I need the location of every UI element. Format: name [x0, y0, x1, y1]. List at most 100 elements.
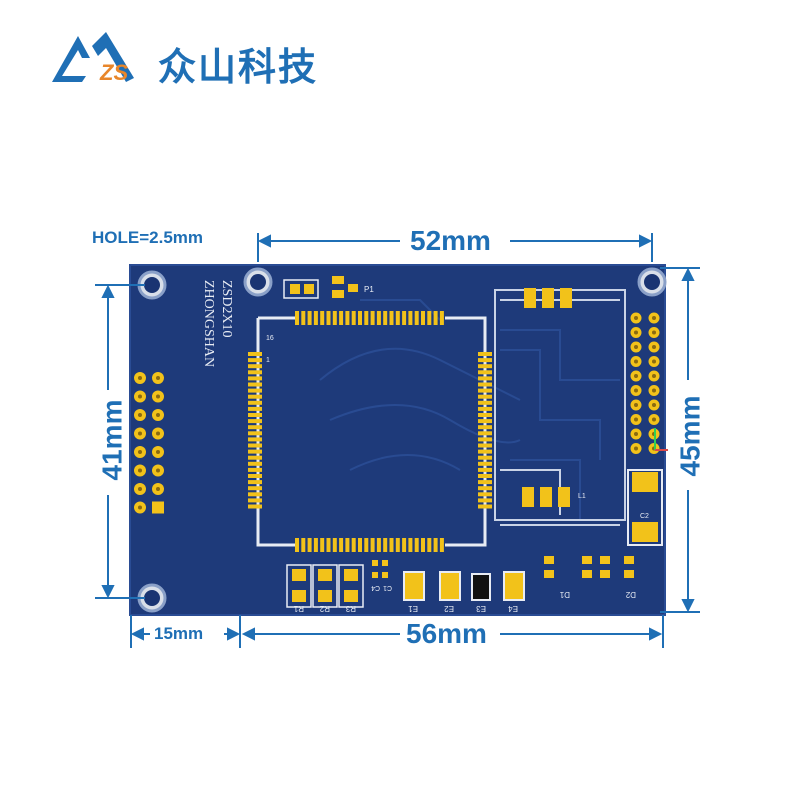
qfp-pad: [370, 538, 375, 552]
qfp-pad: [421, 538, 425, 552]
label-e2: E2: [444, 604, 454, 613]
label-l1: L1: [578, 493, 586, 500]
qfp-pad: [307, 311, 312, 325]
left-pin-header: [134, 372, 164, 514]
qfp-pad: [351, 538, 356, 552]
label-c1: C1: [383, 584, 392, 591]
capacitor-pads: [403, 571, 525, 601]
label-e3: E3: [476, 604, 486, 613]
qfp-pad: [478, 431, 492, 436]
pcb-traces: [319, 299, 620, 520]
qfp-pad: [395, 311, 400, 325]
qfp-pad: [478, 480, 492, 485]
sim-top-pads: [524, 288, 572, 308]
small-pads: [372, 560, 388, 578]
qfp-pad: [433, 538, 438, 552]
header-pin: [152, 501, 164, 514]
qfp-pad: [421, 311, 425, 325]
resistor-array-pads: [544, 556, 634, 578]
qfp-pad: [414, 538, 419, 552]
qfp-pad: [313, 311, 318, 325]
qfp-pad: [478, 413, 492, 417]
qfp-pad: [248, 498, 262, 503]
label-p1: P1: [364, 285, 374, 294]
qfp-pad: [326, 311, 331, 325]
qfp-pad: [248, 406, 262, 411]
qfp-pad: [478, 492, 492, 497]
label-e1: E1: [408, 604, 418, 613]
qfp-pad: [248, 400, 262, 405]
qfp-pad: [248, 455, 262, 460]
sim-bottom-pads: [522, 487, 570, 507]
qfp-pad: [248, 364, 262, 369]
qfp-pad: [326, 538, 331, 552]
qfp-pad: [345, 538, 350, 552]
qfp-pad: [248, 382, 262, 387]
left-offset-label: 15mm: [154, 624, 204, 643]
qfp-pad: [370, 311, 375, 325]
qfp-pad: [478, 364, 492, 369]
qfp-pad: [301, 538, 306, 552]
qfp-pad: [248, 486, 262, 491]
qfp-pad: [301, 311, 306, 325]
qfp-pad: [478, 394, 492, 399]
qfp-pad: [478, 406, 492, 411]
qfp-right-pads: [478, 352, 492, 509]
qfp-pad: [478, 382, 492, 387]
qfp-pad: [248, 461, 262, 466]
logo-letters: ZS: [99, 60, 128, 85]
qfp-pad: [307, 538, 312, 552]
qfp-pad: [402, 311, 407, 325]
qfp-pad: [478, 467, 492, 472]
qfp-pad: [248, 358, 262, 363]
hole-dimension-label: HOLE=2.5mm: [92, 228, 204, 247]
qfp-pad: [478, 358, 492, 363]
qfp-pad: [248, 394, 262, 399]
qfp-pad: [332, 311, 337, 325]
qfp-pad: [414, 311, 419, 325]
qfp-pad: [248, 504, 262, 509]
qfp-pad: [313, 538, 318, 552]
qfp-pad: [478, 388, 492, 393]
qfp-pad: [478, 425, 492, 430]
label-pin16: 16: [266, 335, 274, 342]
qfp-pad: [383, 538, 388, 552]
qfp-pad: [248, 443, 262, 448]
qfp-pad: [364, 538, 369, 552]
qfp-pad: [248, 370, 262, 375]
qfp-pad: [478, 419, 492, 424]
qfp-pad: [478, 455, 492, 460]
top-width-label: 52mm: [410, 225, 491, 256]
label-r2: R2: [319, 604, 330, 613]
right-height-label: 45mm: [674, 395, 706, 477]
qfp-pad: [351, 311, 356, 325]
silk-brand: ZHONGSHAN: [201, 280, 216, 367]
qfp-pad: [320, 538, 325, 552]
qfp-pad: [408, 311, 413, 325]
qfp-top-pads: [295, 311, 444, 325]
right-pin-header: [630, 312, 660, 454]
label-pin1: 1: [266, 357, 270, 364]
qfp-pad: [248, 492, 262, 497]
qfp-pad: [478, 498, 492, 503]
qfp-pad: [295, 311, 299, 325]
bottom-width-label: 56mm: [406, 618, 487, 649]
qfp-pad: [248, 425, 262, 430]
qfp-pad: [248, 376, 262, 381]
qfp-pad: [478, 370, 492, 375]
qfp-pad: [248, 474, 262, 478]
qfp-pad: [389, 538, 394, 552]
axis-icon: [654, 428, 668, 451]
qfp-pad: [248, 437, 262, 442]
qfp-pad: [376, 311, 381, 325]
qfp-pad: [478, 352, 492, 356]
qfp-pad: [248, 431, 262, 436]
label-r1: R1: [293, 604, 304, 613]
qfp-pad: [248, 449, 262, 454]
qfp-bottom-pads: [295, 538, 444, 552]
qfp-pad: [478, 437, 492, 442]
qfp-pad: [395, 538, 400, 552]
qfp-pad: [248, 413, 262, 417]
mounting-holes: [137, 267, 667, 613]
